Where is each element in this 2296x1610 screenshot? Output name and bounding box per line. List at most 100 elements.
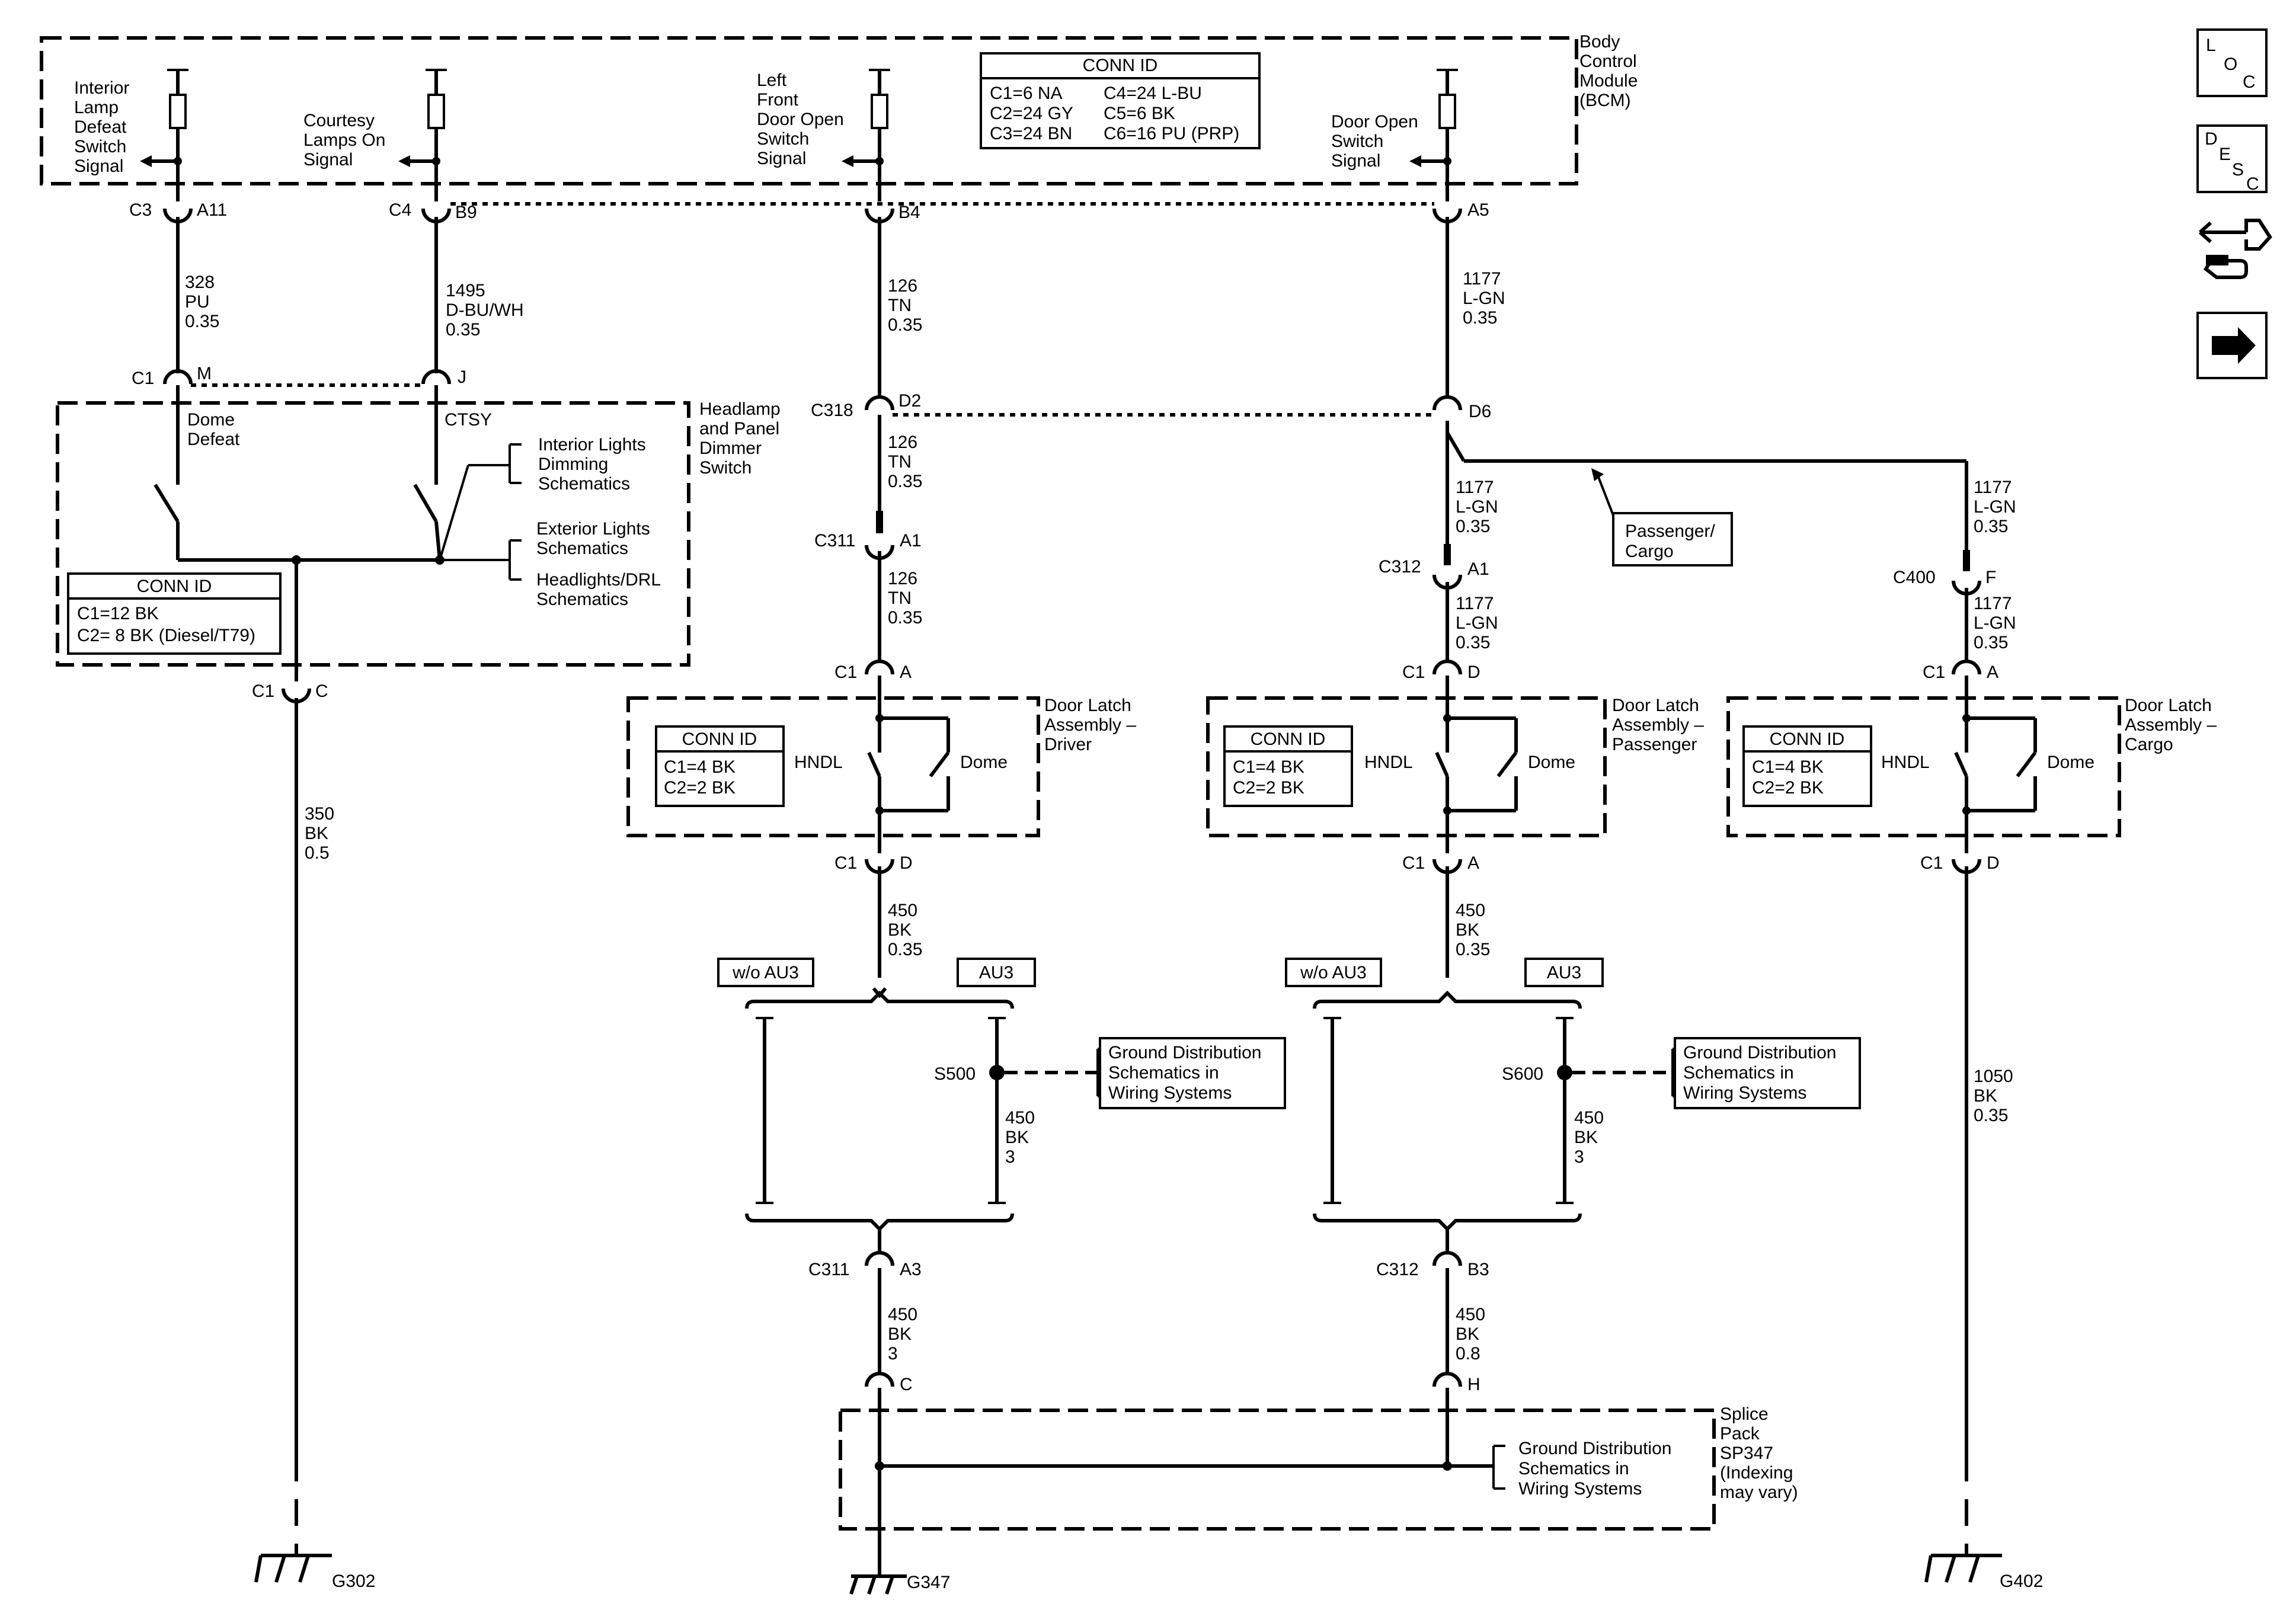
svg-text:C: C [315, 681, 328, 701]
option-labels-passenger: w/o AU3 AU3 [1285, 958, 1604, 987]
svg-text:Wiring Systems: Wiring Systems [1683, 1083, 1806, 1103]
svg-text:C1=4 BK: C1=4 BK [664, 757, 736, 777]
svg-text:Schematics in: Schematics in [1683, 1063, 1794, 1083]
svg-text:Module: Module [1579, 71, 1638, 91]
svg-text:C: C [2243, 72, 2256, 92]
wire-1177-e: 1177 L-GN 0.35 [1965, 588, 2016, 661]
svg-text:Control: Control [1579, 52, 1637, 71]
svg-text:1050: 1050 [1974, 1067, 2013, 1086]
option-bracket-driver [745, 987, 1098, 1232]
svg-text:A11: A11 [197, 200, 227, 220]
svg-text:C4=24 L-BU: C4=24 L-BU [1104, 84, 1202, 103]
svg-text:E: E [2219, 145, 2231, 164]
svg-text:D6: D6 [1469, 402, 1491, 421]
svg-text:HNDL: HNDL [1364, 753, 1413, 772]
svg-text:Signal: Signal [74, 156, 123, 176]
svg-text:Schematics: Schematics [538, 474, 630, 494]
svg-text:BK: BK [1456, 920, 1479, 940]
svg-text:C312: C312 [1376, 1260, 1419, 1279]
svg-text:C1=12 BK: C1=12 BK [77, 604, 159, 623]
bcm-conn-id: CONN ID C1=6 NA C2=24 GY C3=24 BN C4=24 … [980, 52, 1261, 149]
svg-text:TN: TN [888, 452, 912, 472]
svg-text:J: J [458, 367, 466, 387]
svg-text:C3=24 BN: C3=24 BN [990, 124, 1072, 143]
svg-text:Dimming: Dimming [538, 454, 608, 474]
arrow-right-icon[interactable] [2196, 312, 2268, 379]
svg-text:450: 450 [888, 901, 917, 920]
wire-126-a: 126 TN 0.35 [878, 217, 922, 398]
option-labels-driver: w/o AU3 AU3 [717, 958, 1036, 987]
bcm-input-door-open [1409, 69, 1458, 201]
svg-text:C1: C1 [252, 681, 274, 701]
bcm-box [40, 36, 1578, 185]
wire-450-c: 450 BK 3 [1005, 1108, 1035, 1167]
svg-text:CONN ID: CONN ID [1083, 56, 1158, 75]
signal-courtesy-label: Courtesy Lamps On Signal [303, 111, 385, 169]
svg-text:Wiring Systems: Wiring Systems [1108, 1083, 1232, 1103]
ground-g402: G402 [1924, 1554, 2043, 1591]
svg-text:350: 350 [305, 804, 334, 824]
svg-text:0.35: 0.35 [1456, 633, 1490, 652]
svg-text:C: C [2246, 174, 2259, 194]
svg-text:AU3: AU3 [1547, 963, 1581, 982]
splice-pack-internal [875, 1388, 1505, 1576]
connector-c1-c: C1 C [252, 681, 328, 703]
svg-text:3: 3 [1574, 1147, 1584, 1167]
splice-s600: S600 [1502, 1064, 1543, 1084]
svg-text:Courtesy: Courtesy [303, 111, 375, 130]
svg-text:C318: C318 [811, 401, 853, 420]
svg-text:Assembly –: Assembly – [1044, 715, 1136, 735]
svg-text:Interior Lights: Interior Lights [538, 435, 646, 454]
svg-text:A5: A5 [1467, 200, 1489, 220]
svg-text:B3: B3 [1467, 1260, 1489, 1279]
svg-text:Cargo: Cargo [1625, 542, 1674, 561]
svg-text:Schematics: Schematics [536, 590, 628, 609]
svg-text:Splice: Splice [1720, 1404, 1769, 1424]
connector-c318: C318 D2 D6 [811, 391, 1491, 421]
wire-450-a: 450 BK 0.35 [878, 866, 922, 978]
svg-text:Front: Front [757, 90, 799, 110]
svg-text:PU: PU [185, 292, 210, 312]
connector-c312-b3: C312 B3 [1376, 1229, 1489, 1279]
wire-1495: 1495 D-BU/WH 0.35 [434, 217, 524, 373]
svg-text:0.35: 0.35 [888, 472, 922, 491]
option-bracket-passenger [1313, 990, 1673, 1232]
connector-c1-a-cargo: C1 A [1923, 660, 1998, 682]
svg-text:A1: A1 [1467, 559, 1489, 579]
wire-450-b: 450 BK 0.35 [1446, 866, 1490, 978]
connector-wrench-icon[interactable] [2199, 219, 2272, 279]
svg-text:Schematics: Schematics [536, 539, 628, 558]
svg-text:Headlamp: Headlamp [699, 399, 781, 419]
connector-c311-a3: C311 A3 [808, 1229, 922, 1279]
svg-text:w/o AU3: w/o AU3 [732, 963, 799, 982]
loc-icon[interactable]: L O C [2196, 28, 2268, 97]
ground-g302: G302 [254, 1554, 375, 1591]
svg-text:and Panel: and Panel [699, 419, 779, 438]
svg-text:CONN ID: CONN ID [137, 577, 212, 596]
svg-text:Driver: Driver [1044, 735, 1092, 754]
svg-text:Left: Left [757, 71, 787, 90]
svg-text:Switch: Switch [1331, 132, 1383, 151]
latch-cargo-switches: HNDL Dome [1881, 676, 2094, 853]
svg-text:0.35: 0.35 [1456, 517, 1490, 536]
svg-text:0.35: 0.35 [1974, 517, 2008, 536]
svg-text:Ground Distribution: Ground Distribution [1518, 1439, 1671, 1458]
svg-text:L-GN: L-GN [1974, 613, 2016, 633]
svg-text:C1: C1 [834, 853, 857, 873]
svg-text:L-GN: L-GN [1463, 289, 1505, 308]
latch-cargo-label: Door Latch Assembly – Cargo [2125, 696, 2217, 754]
svg-text:H: H [1467, 1375, 1480, 1394]
svg-text:D: D [1987, 853, 2000, 873]
svg-text:450: 450 [1456, 901, 1485, 920]
svg-text:Cargo: Cargo [2125, 735, 2173, 754]
svg-text:C1: C1 [132, 369, 154, 388]
svg-text:C2= 8 BK (Diesel/T79): C2= 8 BK (Diesel/T79) [77, 626, 255, 645]
svg-text:Dimmer: Dimmer [699, 438, 762, 458]
svg-text:Door Latch: Door Latch [1612, 696, 1699, 715]
svg-text:CONN ID: CONN ID [682, 729, 757, 749]
latch-driver-switches: HNDL Dome [794, 676, 1008, 853]
desc-icon[interactable]: D E S C [2196, 124, 2268, 194]
svg-text:Signal: Signal [757, 149, 806, 168]
svg-text:3: 3 [888, 1344, 898, 1363]
connector-c1-a-passenger-lower: C1 A [1402, 853, 1479, 874]
